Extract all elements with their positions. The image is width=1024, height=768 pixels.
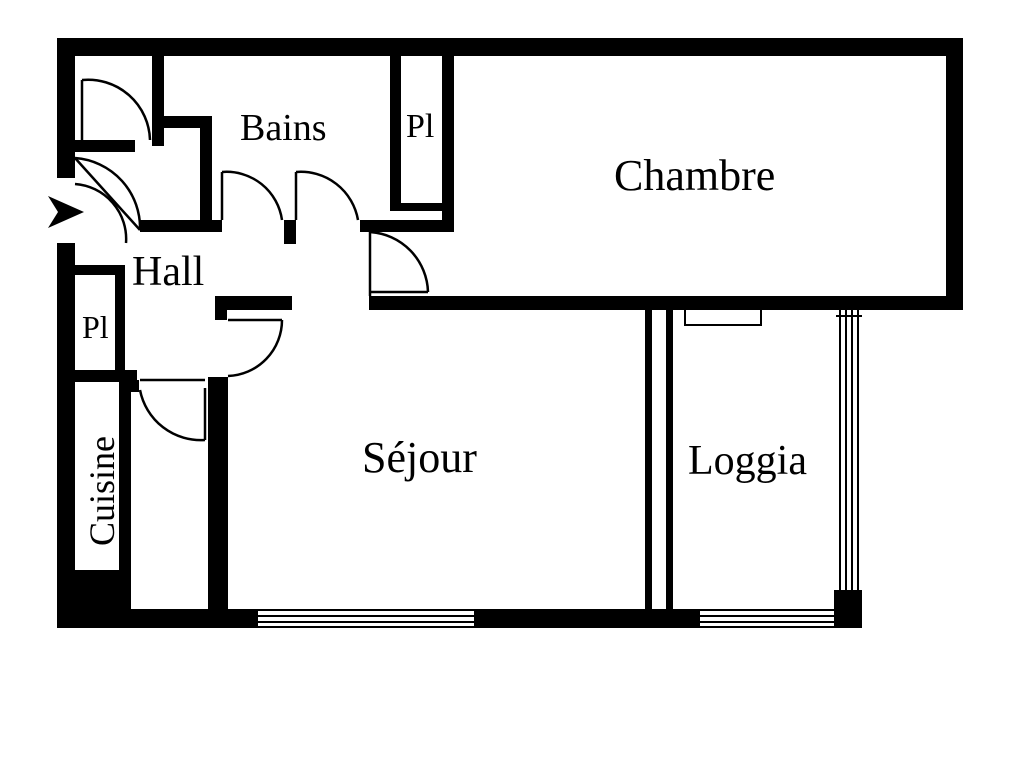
door-entrance [74, 156, 142, 244]
wall-sejour-left-stub [208, 377, 228, 389]
label-loggia: Loggia [688, 438, 807, 484]
windows [258, 299, 862, 628]
label-placard-top: Pl [406, 108, 434, 145]
room-labels: Bains Pl Chambre Hall Pl Cuisine Séjour … [82, 107, 807, 546]
window-sejour [258, 609, 474, 628]
label-sejour: Séjour [362, 433, 477, 482]
wall-loggia-divider-b [666, 310, 673, 609]
wall-bains-ledge [152, 116, 212, 128]
wall-left-lower [57, 243, 75, 628]
wall-left-upper [57, 38, 75, 178]
wall-bottom-middle [474, 609, 700, 628]
label-bains: Bains [240, 107, 327, 149]
door-cuisine [138, 378, 207, 442]
wall-entry-closet [75, 140, 135, 152]
wall-bains-mid-post [284, 220, 296, 244]
label-hall: Hall [132, 249, 204, 295]
wall-sejour-left [208, 377, 228, 609]
wall-pl-hall-top [75, 265, 120, 275]
wall-pl-top-bottom [390, 203, 442, 211]
door-entry-closet [80, 78, 152, 141]
wall-cuisine-top [119, 380, 139, 392]
wall-top-outer [57, 38, 963, 56]
wall-bottom-left [57, 609, 258, 628]
wall-bains-bottom-b [360, 220, 454, 232]
door-sejour [227, 318, 284, 378]
wall-bains-right [442, 56, 454, 232]
wall-pl-hall-bottom [75, 370, 137, 382]
wall-pl-top-left [390, 56, 401, 210]
wall-bains-left-upper [152, 56, 164, 146]
label-chambre: Chambre [614, 151, 775, 200]
entrance-arrow-icon [48, 196, 84, 228]
window-loggia-right [836, 310, 862, 592]
loggia-vent [684, 299, 762, 326]
window-loggia-bottom [700, 609, 834, 628]
corner-block-bottom-right [834, 590, 862, 622]
wall-bains-bottom-a [140, 220, 222, 232]
label-cuisine: Cuisine [82, 436, 122, 546]
wall-hall-sejour-stub [215, 296, 227, 320]
doors [74, 78, 430, 442]
door-chambre [368, 230, 430, 296]
wall-pl-hall-right [115, 265, 125, 377]
door-bains-left [220, 170, 284, 221]
label-placard-hall: Pl [82, 309, 109, 345]
wall-right-chambre [946, 38, 963, 310]
wall-cuisine-right [119, 380, 131, 610]
door-bains-right [294, 170, 360, 221]
corner-block-bottom-left [75, 570, 119, 610]
wall-chambre-bottom [369, 296, 963, 310]
wall-loggia-divider-a [645, 310, 652, 609]
wall-hall-sejour-top [215, 296, 292, 310]
wall-bains-left [200, 116, 212, 232]
walls [57, 38, 963, 628]
